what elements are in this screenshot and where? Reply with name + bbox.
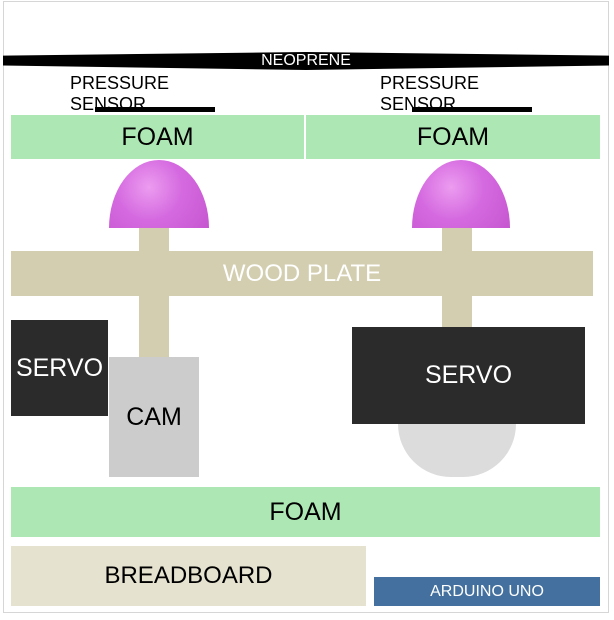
stem-lower-right bbox=[442, 296, 472, 327]
arduino-uno: ARDUINO UNO bbox=[374, 577, 600, 606]
stem-lower-left bbox=[139, 296, 169, 357]
foam-top-left-label: FOAM bbox=[121, 122, 194, 151]
pressure-sensor-left-label: PRESSURE SENSOR bbox=[70, 73, 170, 114]
foam-top-right-label: FOAM bbox=[416, 122, 490, 151]
servo-right-label: SERVO bbox=[424, 361, 513, 389]
servo-left: SERVO bbox=[11, 320, 108, 416]
foam-top-right: FOAM bbox=[306, 115, 600, 159]
neoprene-layer: NEOPRENE bbox=[3, 52, 609, 70]
stem-upper-right bbox=[442, 228, 472, 251]
stem-upper-left bbox=[139, 228, 169, 251]
foam-top-left: FOAM bbox=[11, 115, 304, 159]
wood-plate-label: WOOD PLATE bbox=[222, 259, 382, 287]
foam-bottom-label: FOAM bbox=[269, 497, 342, 526]
breadboard-label: BREADBOARD bbox=[104, 562, 273, 589]
pressure-sensor-right-bar bbox=[412, 107, 532, 112]
arduino-label: ARDUINO UNO bbox=[430, 582, 544, 600]
cam: CAM bbox=[109, 357, 199, 477]
cam-label: CAM bbox=[126, 402, 182, 431]
neoprene-label: NEOPRENE bbox=[261, 52, 351, 69]
servo-left-label: SERVO bbox=[15, 353, 104, 382]
foam-bottom: FOAM bbox=[11, 487, 600, 537]
servo-right: SERVO bbox=[352, 327, 585, 424]
breadboard: BREADBOARD bbox=[11, 546, 366, 606]
pressure-sensor-left-bar bbox=[95, 107, 215, 112]
pressure-sensor-right-label: PRESSURE SENSOR bbox=[380, 73, 480, 114]
diagram-frame bbox=[3, 1, 609, 613]
wood-plate: WOOD PLATE bbox=[11, 251, 593, 296]
